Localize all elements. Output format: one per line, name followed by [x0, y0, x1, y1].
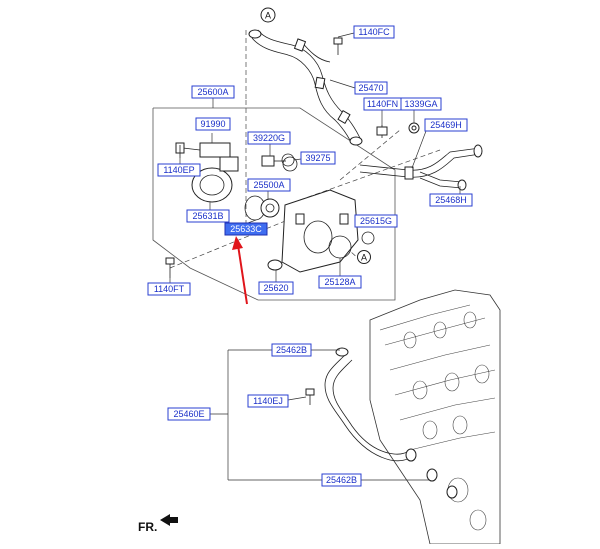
lower-bracket-lines [210, 349, 430, 481]
nut-1339GA [408, 122, 420, 134]
label-1339GA[interactable]: 1339GA [400, 97, 442, 111]
label-25500A-text: 25500A [253, 180, 284, 190]
label-25462B-bottom-text: 25462B [326, 475, 357, 485]
part-labels: 1140FC 25470 25600A 1140FN 1339GA 91990 … [147, 25, 473, 487]
label-25469H-text: 25469H [430, 120, 462, 130]
label-25462B-bottom[interactable]: 25462B [321, 473, 362, 487]
label-1140EJ[interactable]: 1140EJ [247, 394, 289, 408]
water-housing-25620 [267, 156, 375, 273]
label-25128A-text: 25128A [324, 277, 355, 287]
label-25620-text: 25620 [263, 283, 288, 293]
label-39275-text: 39275 [305, 153, 330, 163]
ref-marker-housing: A [357, 250, 371, 264]
ref-marker-housing-label: A [361, 253, 367, 263]
label-1339GA-text: 1339GA [404, 99, 437, 109]
bolt-1140FC [333, 37, 343, 55]
label-25469H[interactable]: 25469H [424, 118, 468, 132]
bolt-1140FT [165, 257, 175, 278]
label-1140FC[interactable]: 1140FC [353, 25, 395, 39]
label-1140FN[interactable]: 1140FN [363, 97, 402, 111]
front-direction-indicator: FR. [138, 514, 178, 534]
bolt-1140FN [376, 125, 388, 138]
label-1140FT-text: 1140FT [154, 284, 185, 294]
label-91990[interactable]: 91990 [195, 117, 231, 131]
housing-25631B [191, 156, 239, 203]
front-direction-arrow-icon [160, 514, 178, 526]
label-25470[interactable]: 25470 [354, 81, 388, 95]
label-25615G[interactable]: 25615G [354, 214, 398, 228]
label-25633C[interactable]: 25633C [224, 222, 268, 236]
label-39275[interactable]: 39275 [300, 151, 336, 165]
ref-marker-top-label: A [265, 11, 271, 21]
bolt-1140EJ [305, 388, 315, 405]
label-39220G[interactable]: 39220G [247, 131, 291, 145]
label-25468H-text: 25468H [435, 195, 467, 205]
label-1140EJ-text: 1140EJ [253, 396, 283, 406]
fitting-91990 [175, 142, 231, 158]
thermostat-25500A [260, 198, 280, 218]
upper-hose-25470 [248, 29, 363, 146]
engine-block [369, 289, 501, 545]
label-1140FN-text: 1140FN [367, 99, 398, 109]
label-1140EP-text: 1140EP [163, 165, 194, 175]
label-25460E[interactable]: 25460E [167, 407, 211, 421]
label-25633C-text: 25633C [230, 224, 262, 234]
label-25462B-top-text: 25462B [276, 345, 307, 355]
label-25631B[interactable]: 25631B [186, 209, 230, 223]
label-25600A-text: 25600A [197, 87, 228, 97]
label-39220G-text: 39220G [253, 133, 285, 143]
label-91990-text: 91990 [200, 119, 225, 129]
label-1140FT[interactable]: 1140FT [147, 282, 191, 296]
label-25128A[interactable]: 25128A [318, 275, 362, 289]
leader-lines [169, 32, 461, 283]
label-25468H[interactable]: 25468H [429, 193, 473, 207]
ref-marker-top: A [260, 7, 276, 23]
label-25460E-text: 25460E [173, 409, 204, 419]
label-25500A[interactable]: 25500A [247, 178, 291, 192]
label-25462B-top[interactable]: 25462B [271, 343, 312, 357]
label-25470-text: 25470 [358, 83, 383, 93]
sensor-39220G [261, 153, 295, 167]
label-25620[interactable]: 25620 [258, 281, 294, 295]
label-25631B-text: 25631B [192, 211, 223, 221]
label-1140EP[interactable]: 1140EP [157, 163, 201, 177]
pointer-arrow [232, 236, 248, 305]
pipe-25469H [359, 144, 483, 191]
lower-hose-25460E [324, 347, 458, 499]
label-25600A[interactable]: 25600A [191, 85, 235, 99]
front-direction-label: FR. [138, 520, 157, 534]
label-1140FC-text: 1140FC [358, 27, 390, 37]
label-25615G-text: 25615G [360, 216, 392, 226]
